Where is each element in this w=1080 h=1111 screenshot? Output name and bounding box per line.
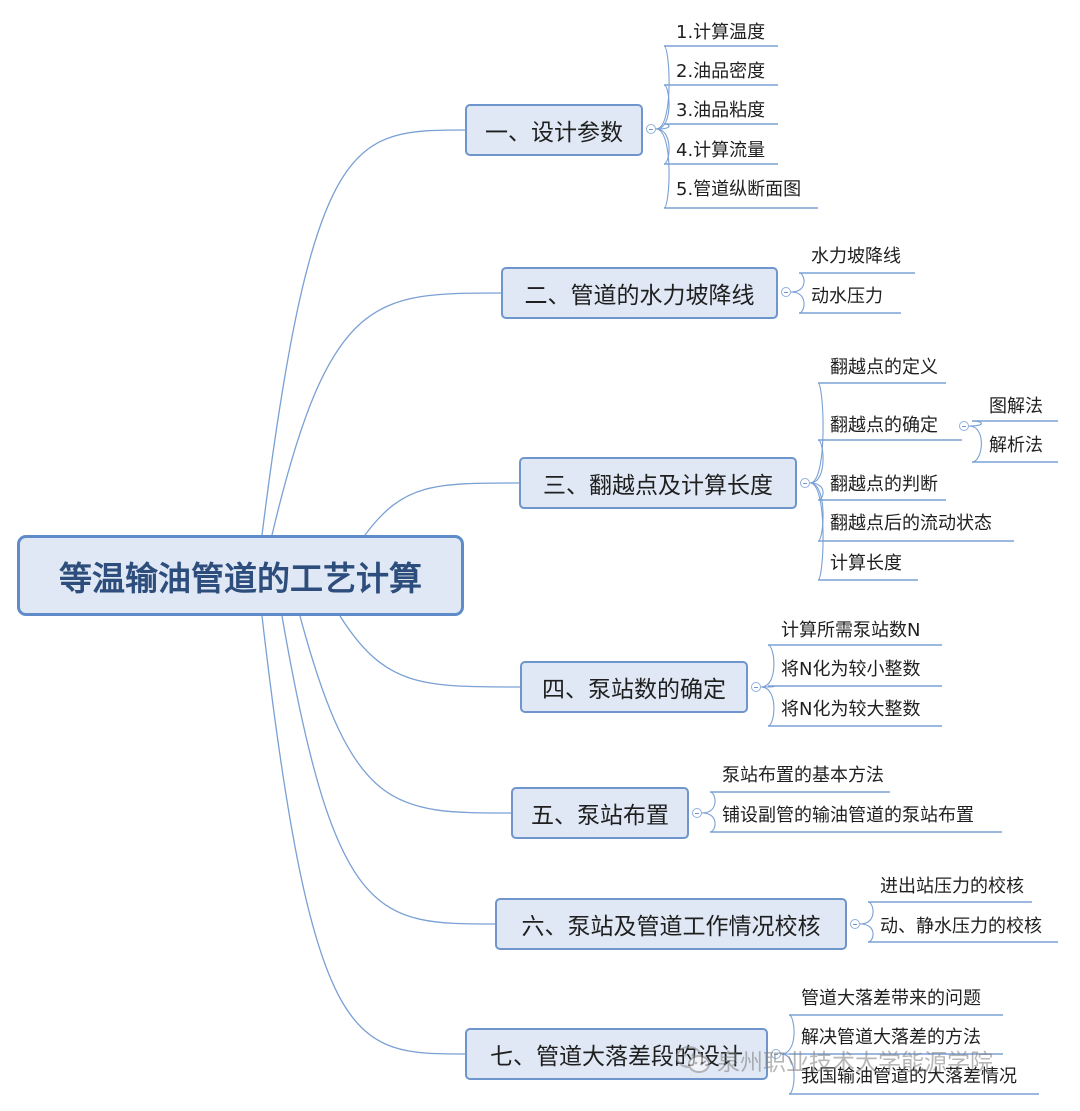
leaf-oil-viscosity[interactable]: 3.油品粘度 — [676, 100, 766, 121]
connector-line — [760, 686, 775, 727]
branch-large-elevation[interactable]: 七、管道大落差段的设计 — [465, 1028, 768, 1080]
collapse-toggle-icon[interactable] — [771, 1049, 781, 1059]
connector-line — [655, 45, 670, 130]
leaf-layout-basic-method[interactable]: 泵站布置的基本方法 — [722, 765, 884, 786]
connector-line — [780, 1014, 795, 1055]
leaf-analytic-method[interactable]: 解析法 — [989, 435, 1043, 456]
leaf-graphic-method[interactable]: 图解法 — [989, 396, 1043, 417]
connector-line — [261, 615, 466, 1055]
connector-line — [364, 482, 520, 536]
leaf-dynamic-pressure[interactable]: 动水压力 — [811, 286, 883, 307]
connector-line — [655, 84, 670, 130]
watermark-text: 泉州职业技术大学能源学院 — [717, 1050, 993, 1076]
leaf-required-stations[interactable]: 计算所需泵站数N — [781, 620, 921, 641]
leaf-calc-temperature[interactable]: 1.计算温度 — [676, 22, 766, 43]
connector-line — [790, 272, 805, 293]
connector-line — [859, 901, 874, 925]
branch-turning-point[interactable]: 三、翻越点及计算长度 — [519, 457, 797, 509]
connector-line — [968, 425, 982, 463]
leaf-static-dynamic-pressure-check[interactable]: 动、静水压力的校核 — [880, 916, 1042, 937]
leaf-calc-flow[interactable]: 4.计算流量 — [676, 140, 766, 161]
connector-line — [299, 615, 512, 814]
connector-line — [809, 482, 824, 581]
leaf-calculated-length[interactable]: 计算长度 — [830, 553, 902, 574]
connector-line — [780, 1053, 795, 1095]
branch-condition-check[interactable]: 六、泵站及管道工作情况校核 — [495, 898, 847, 950]
collapse-toggle-icon[interactable] — [800, 478, 810, 488]
leaf-layout-with-loop[interactable]: 铺设副管的输油管道的泵站布置 — [722, 805, 974, 826]
collapse-toggle-icon[interactable] — [781, 287, 791, 297]
collapse-toggle-icon[interactable] — [959, 421, 969, 431]
collapse-toggle-icon[interactable] — [751, 682, 761, 692]
leaf-turning-point-definition[interactable]: 翻越点的定义 — [830, 357, 938, 378]
leaf-inlet-outlet-pressure-check[interactable]: 进出站压力的校核 — [880, 876, 1024, 897]
leaf-domestic-elevation-cases[interactable]: 我国输油管道的大落差情况 — [801, 1066, 1017, 1087]
leaf-elevation-problems[interactable]: 管道大落差带来的问题 — [801, 988, 981, 1009]
leaf-flow-after-turning-point[interactable]: 翻越点后的流动状态 — [830, 513, 992, 534]
leaf-round-down[interactable]: 将N化为较小整数 — [781, 659, 921, 680]
leaf-elevation-solutions[interactable]: 解决管道大落差的方法 — [801, 1027, 981, 1048]
connector-line — [809, 382, 824, 484]
connector-line — [809, 439, 824, 484]
collapse-toggle-icon[interactable] — [850, 919, 860, 929]
branch-station-layout[interactable]: 五、泵站布置 — [511, 787, 689, 839]
collapse-toggle-icon[interactable] — [646, 124, 656, 134]
leaf-hydraulic-gradient-line[interactable]: 水力坡降线 — [811, 246, 901, 267]
leaf-oil-density[interactable]: 2.油品密度 — [676, 61, 766, 82]
connector-line — [760, 644, 775, 688]
connector-line — [790, 291, 805, 314]
connector-line — [339, 615, 521, 688]
branch-pump-station-count[interactable]: 四、泵站数的确定 — [520, 661, 748, 713]
connector-line — [261, 129, 466, 536]
connector-line — [271, 292, 502, 536]
connector-line — [701, 791, 716, 814]
collapse-toggle-icon[interactable] — [692, 808, 702, 818]
leaf-round-up[interactable]: 将N化为较大整数 — [781, 699, 921, 720]
connector-line — [655, 128, 670, 209]
leaf-turning-point-determination[interactable]: 翻越点的确定 — [830, 415, 938, 436]
leaf-turning-point-judgment[interactable]: 翻越点的判断 — [830, 474, 938, 495]
root-topic[interactable]: 等温输油管道的工艺计算 — [17, 535, 464, 616]
branch-design-parameters[interactable]: 一、设计参数 — [465, 104, 643, 156]
connector-line — [281, 615, 496, 925]
leaf-profile-map[interactable]: 5.管道纵断面图 — [676, 179, 802, 200]
connector-line — [859, 923, 874, 943]
connector-line — [701, 812, 716, 833]
connector-line — [809, 482, 824, 542]
branch-hydraulic-gradient[interactable]: 二、管道的水力坡降线 — [501, 267, 778, 319]
wechat-icon — [675, 1045, 711, 1075]
watermark: 泉州职业技术大学能源学院 — [675, 1040, 993, 1080]
